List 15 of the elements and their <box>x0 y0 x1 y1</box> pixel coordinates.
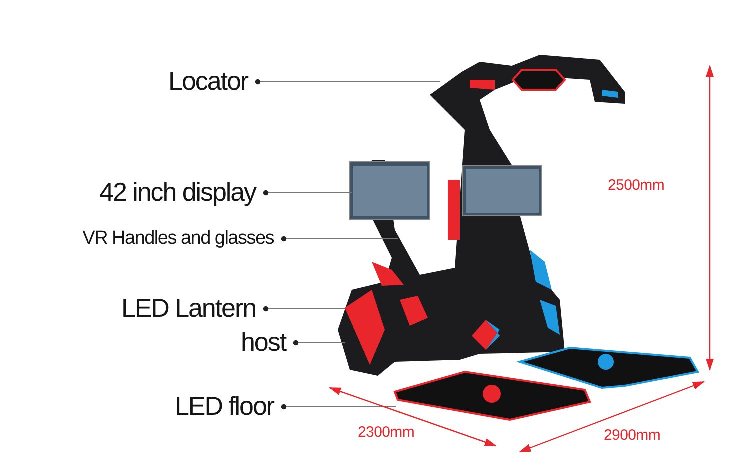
leader-line <box>263 190 352 196</box>
leader-line <box>281 404 396 410</box>
leader-line <box>281 236 398 242</box>
dimension-label: 2500mm <box>608 177 665 195</box>
leader-line <box>293 340 346 346</box>
dimension-label: 2300mm <box>358 424 415 442</box>
leader-line <box>255 79 440 85</box>
part-label: Locator <box>168 66 258 98</box>
part-label: VR Handles and glasses <box>82 228 284 250</box>
part-label: 42 inch display <box>100 177 266 209</box>
dimension-label: 2900mm <box>604 427 661 445</box>
leader-line <box>263 306 346 312</box>
part-label: LED Lantern <box>121 293 266 325</box>
part-label: LED floor <box>174 391 284 423</box>
part-label: host <box>241 327 296 359</box>
